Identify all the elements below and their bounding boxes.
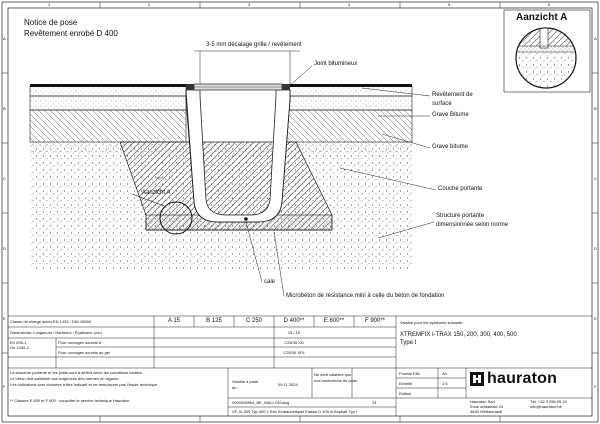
label-structure-2: dimensionnée selon norme [436,222,509,228]
load-class-f900: F 900** [364,318,385,324]
label-microbeton: Microbéton de résistance mini à celle du… [286,293,445,299]
row-mark: D [594,246,597,251]
brand-address-1: Hauraton Sarl [470,399,495,404]
label-offset: 3-5 mm décalage grille / revêtement [206,42,302,48]
document-description: XF-IX-300 Typ 400 I-Trax Einbaubeispiel … [232,409,358,414]
brand-name: hauraton [487,370,558,387]
valid-systems-title: Valable pour les systèmes suivants : [400,320,465,325]
brand-logo: hauraton [470,371,557,387]
scale-value: 1:5 [442,381,448,386]
label-surface-2: surface [432,101,452,107]
row-mark: F [3,384,6,389]
wedge-marker [244,217,248,221]
concrete-norm-code-2: Ou 1045-2 [10,345,29,350]
title-line-1: Notice de pose [24,18,78,27]
page-number: 24 [372,400,377,405]
load-class-c250: C 250 [245,318,262,324]
validity-label-1: Valable à partir [232,379,259,384]
row-mark: C [3,176,6,181]
detail-title: Aanzicht A [516,12,568,23]
label-grave-bitume-1: Grave Bitume [432,112,469,118]
label-couche: Couche portante [438,186,483,192]
label-surface-1: Revêtement de [432,92,473,98]
format-label: Format DIN [399,371,420,376]
row-mark: E [594,316,597,321]
edition-label: Edition [399,391,412,396]
load-class-b125: B 125 [206,318,222,324]
brand-address-3: 4840 Welkenraedt [470,409,503,414]
validity-label-2: du : [232,385,239,390]
dimensions-label: Dimensions: Longueurs / Hauteurs / Épais… [10,330,102,335]
spec-table-grid [8,315,592,416]
brand-email: info@hauraton.be [530,404,562,409]
load-class-a15: A 15 [167,318,180,324]
label-grave-bitume-2: Grave bitume [432,144,469,150]
label-structure-1: Structure portante [436,213,485,219]
valid-systems-line-2: Type I [400,340,417,346]
brand-phone: Tél. +32 4 256 95 10 [530,399,567,404]
row-mark: E [3,316,6,321]
col-mark: 2 [148,2,151,7]
detail-callout: Aanzicht A [142,190,171,196]
row-mark: D [3,246,6,251]
col-mark: 6 [548,2,551,7]
row-mark: B [3,106,6,111]
note-line-4: ** Classes E 600 et F 900 : consulter le… [10,398,131,403]
concrete-norm-code: En 206-1 [10,340,27,345]
label-joint: Joint bitumineux [314,61,358,67]
note-line-3: Les indications sont données à titre ind… [10,382,159,387]
row-mark: F [594,384,597,389]
concrete-xd-label: Pour ouvrages soumis à [58,340,102,345]
row-mark: A [3,36,6,41]
scale-label: Echelle [399,381,413,386]
note-line-2: Le béton doit satisfaire aux exigences d… [10,376,120,381]
col-mark: 3 [248,2,251,7]
col-mark: 4 [348,2,351,7]
concrete-xd-value: C25/30 XD [284,340,304,345]
table-header-cell: Classe de charge selon EN 1433 / DIN 195… [10,319,91,324]
validity-note-1: Ne sont valables que [314,372,352,377]
dimensions-value: 15 / 15 [287,330,301,335]
document-code: 0000028964_BE_WALLON.dwg [232,400,290,405]
title-line-2: Revêtement enrobé D 400 [24,29,118,38]
format-value: A4 [442,371,447,376]
load-class-e600: E 600** [323,318,345,324]
label-cale: cale [264,279,276,285]
concrete-xf-value: C25/30 XF4 [283,350,305,355]
row-mark: A [594,36,597,41]
row-mark: C [594,176,597,181]
validity-note-2: nos instructions de pose. [314,378,359,383]
detail-circle [159,201,193,235]
load-class-d400: D 400** [283,318,305,324]
validity-date: 09.11.2024 [278,382,298,387]
note-line-1: La structure portante et les joints sont… [10,370,143,375]
col-mark: 1 [48,2,51,7]
valid-systems-line-1: XTREMFIX I-TRAX 150, 200, 300, 400, 500 [400,332,517,338]
concrete-xf-label: Pour ouvrages soumis au gel [58,350,110,355]
brand-address-2: Zone artisanale 24 [470,404,504,409]
col-mark: 5 [448,2,451,7]
brand-mark-icon [470,372,484,386]
row-mark: B [594,106,597,111]
